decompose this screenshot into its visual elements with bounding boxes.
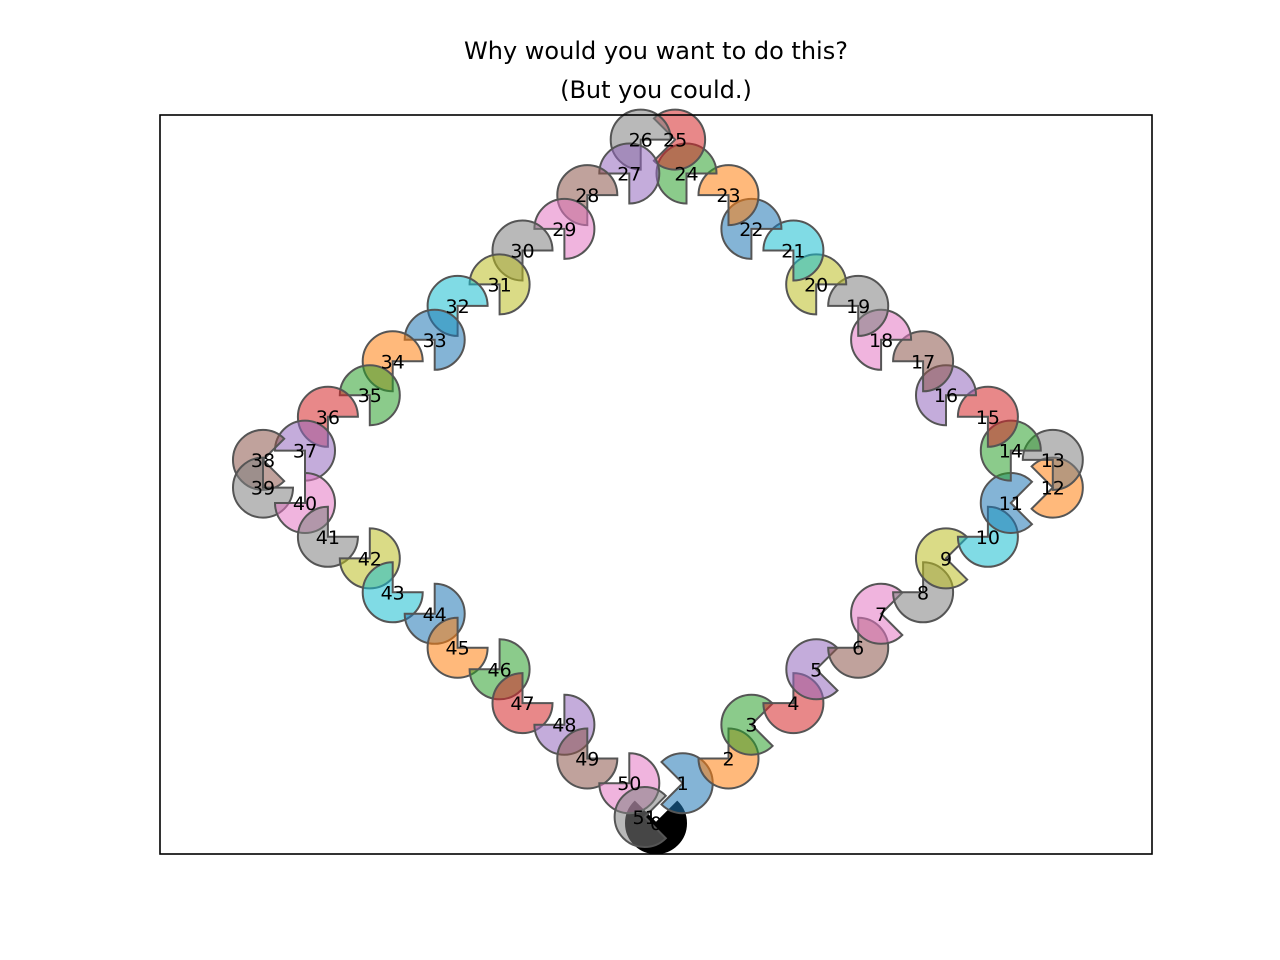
marker-label-0: 0 — [650, 813, 662, 835]
marker-label-2: 2 — [722, 749, 734, 771]
marker-label-19: 19 — [846, 296, 870, 318]
marker-label-17: 17 — [911, 351, 935, 373]
marker-label-23: 23 — [716, 185, 740, 207]
marker-label-3: 3 — [745, 715, 757, 737]
marker-label-5: 5 — [810, 659, 822, 681]
marker-5 — [785, 638, 839, 701]
marker-45 — [426, 616, 489, 679]
marker-label-15: 15 — [976, 407, 1000, 429]
marker-21 — [762, 219, 825, 282]
marker-label-48: 48 — [552, 715, 576, 737]
marker-label-18: 18 — [869, 330, 893, 352]
marker-label-47: 47 — [510, 693, 534, 715]
marker-3 — [720, 693, 775, 756]
marker-label-44: 44 — [423, 604, 447, 626]
marker-label-38: 38 — [251, 450, 275, 472]
marker-label-20: 20 — [804, 274, 828, 296]
marker-label-11: 11 — [999, 493, 1023, 515]
marker-label-41: 41 — [316, 527, 340, 549]
marker-51 — [613, 786, 668, 849]
marker-label-36: 36 — [316, 407, 340, 429]
marker-label-35: 35 — [358, 385, 382, 407]
marker-label-22: 22 — [739, 219, 763, 241]
marker-label-1: 1 — [677, 773, 689, 795]
marker-label-14: 14 — [999, 441, 1023, 463]
marker-33 — [403, 308, 466, 371]
marker-label-29: 29 — [552, 219, 576, 241]
marker-19 — [827, 274, 890, 337]
marker-15 — [956, 385, 1019, 448]
marker-label-28: 28 — [575, 185, 599, 207]
marker-49 — [556, 727, 619, 790]
marker-label-49: 49 — [575, 749, 599, 771]
marker-label-16: 16 — [934, 385, 958, 407]
axes-frame — [159, 114, 1153, 855]
plot-area: 0123456789101112131415161718192021222324… — [232, 108, 1084, 855]
marker-label-26: 26 — [629, 130, 653, 152]
marker-41 — [296, 505, 359, 568]
marker-31 — [468, 253, 531, 316]
marker-label-43: 43 — [381, 582, 405, 604]
marker-label-37: 37 — [293, 441, 317, 463]
marker-label-40: 40 — [293, 493, 317, 515]
marker-label-10: 10 — [976, 527, 1000, 549]
marker-label-6: 6 — [852, 638, 864, 660]
marker-label-9: 9 — [940, 548, 952, 570]
marker-label-42: 42 — [358, 548, 382, 570]
marker-47 — [491, 672, 554, 735]
marker-label-30: 30 — [510, 241, 534, 263]
marker-label-39: 39 — [251, 478, 275, 500]
marker-label-34: 34 — [381, 351, 405, 373]
marker-7 — [850, 582, 904, 645]
marker-label-33: 33 — [423, 330, 447, 352]
marker-35 — [338, 364, 401, 427]
marker-43 — [361, 561, 424, 624]
marker-label-21: 21 — [781, 241, 805, 263]
marker-23 — [697, 164, 760, 227]
marker-29 — [533, 197, 596, 260]
marker-label-27: 27 — [617, 164, 641, 186]
marker-label-50: 50 — [617, 773, 641, 795]
marker-label-12: 12 — [1041, 478, 1065, 500]
marker-label-31: 31 — [488, 274, 512, 296]
marker-27 — [598, 142, 661, 205]
marker-label-32: 32 — [446, 296, 470, 318]
marker-label-4: 4 — [787, 693, 799, 715]
marker-label-46: 46 — [488, 659, 512, 681]
chart-subtitle: (But you could.) — [560, 76, 752, 104]
chart-title: Why would you want to do this? — [464, 37, 848, 65]
marker-label-25: 25 — [663, 130, 687, 152]
marker-label-8: 8 — [917, 582, 929, 604]
marker-label-24: 24 — [674, 164, 698, 186]
marker-label-7: 7 — [875, 604, 887, 626]
marker-17 — [892, 330, 955, 393]
marker-label-51: 51 — [633, 807, 657, 829]
marker-9 — [915, 527, 969, 590]
marker-label-45: 45 — [446, 638, 470, 660]
marker-label-13: 13 — [1041, 450, 1065, 472]
marker-11 — [979, 472, 1034, 534]
